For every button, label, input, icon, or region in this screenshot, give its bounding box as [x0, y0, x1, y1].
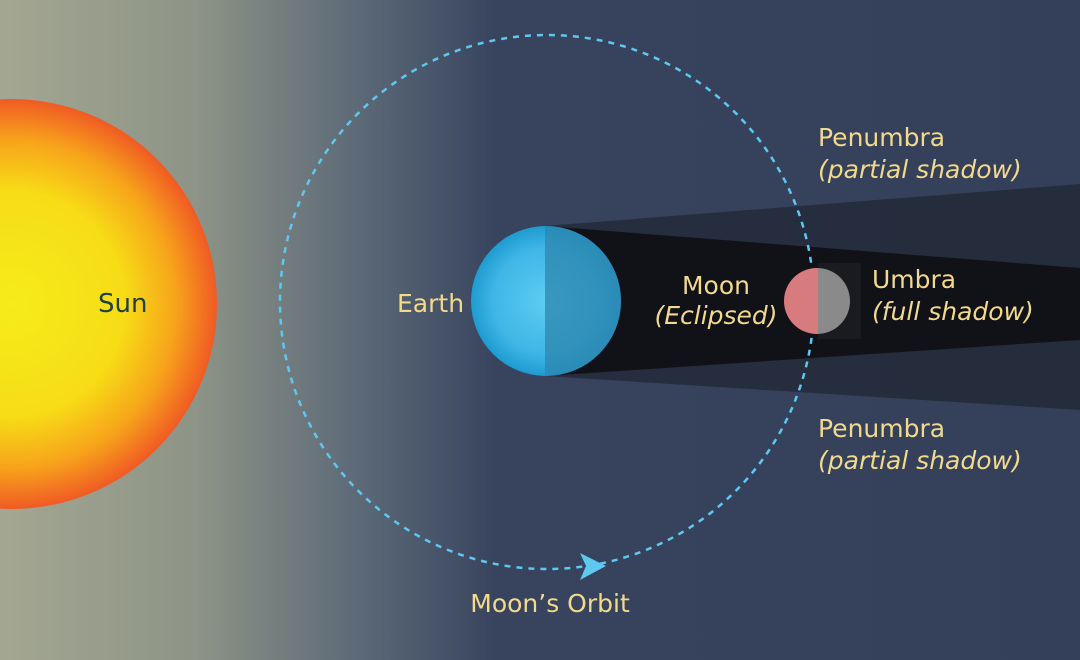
- umbra-sublabel: (full shadow): [872, 297, 1034, 326]
- moon-label: Moon: [682, 271, 750, 300]
- sun: [0, 99, 217, 509]
- earth-label: Earth: [397, 289, 464, 318]
- moon-eclipsed-label: (Eclipsed): [654, 301, 777, 330]
- moon-orbit-label: Moon’s Orbit: [470, 589, 630, 618]
- umbra-label: Umbra: [872, 265, 956, 294]
- penumbra-top-label: Penumbra: [818, 123, 945, 152]
- orbit-direction-arrow-icon: [580, 553, 606, 580]
- earth: [471, 226, 621, 376]
- penumbra-top-sublabel: (partial shadow): [818, 155, 1022, 184]
- penumbra-bottom-sublabel: (partial shadow): [818, 446, 1022, 475]
- sun-label: Sun: [98, 289, 147, 319]
- penumbra-bottom-label: Penumbra: [818, 414, 945, 443]
- moon-eclipsed: [784, 263, 861, 339]
